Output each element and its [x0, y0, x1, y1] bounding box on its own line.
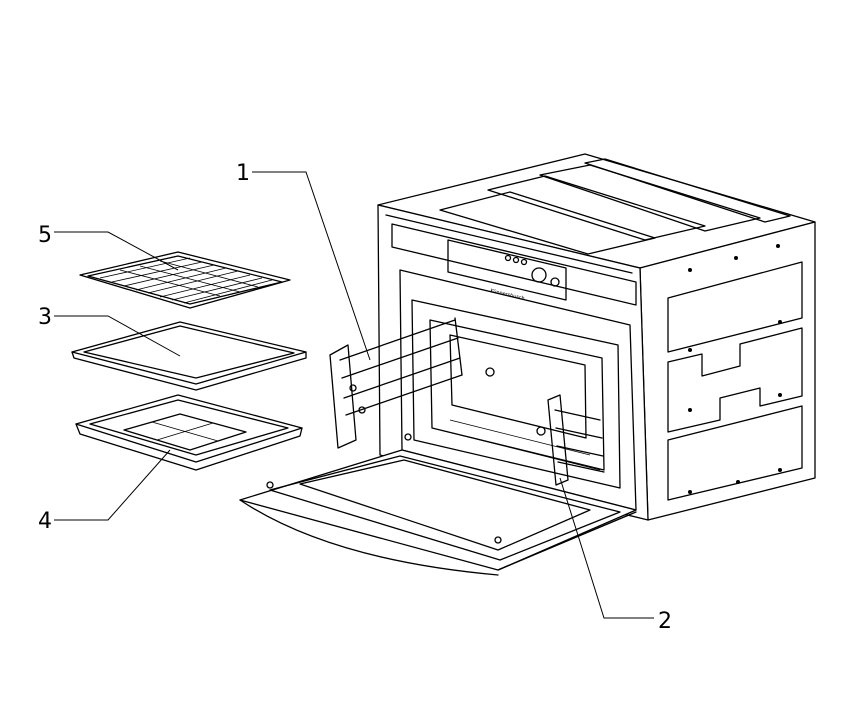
side-rack-right [547, 394, 605, 486]
callout-label-4: 4 [38, 509, 52, 534]
tray-wire-grid [79, 251, 291, 309]
tray-grid-insert [123, 413, 247, 451]
cavity-lamp [485, 367, 495, 377]
callout-3: 3 [38, 305, 181, 357]
oven-body: Küppersbusch [377, 153, 816, 521]
door-hinge [494, 536, 502, 544]
control-button [520, 258, 528, 266]
oven-top-ribs [439, 158, 791, 255]
control-button [504, 254, 512, 262]
callout-4: 4 [38, 449, 171, 534]
door-hinge [266, 481, 274, 489]
callout-2: 2 [559, 477, 672, 634]
tray-deep-grid [75, 394, 303, 471]
callout-label-5: 5 [38, 223, 52, 248]
callout-label-2: 2 [658, 609, 672, 634]
cavity-fan-cover [536, 426, 546, 436]
oven-side-panels [667, 261, 803, 501]
tray-flat-baking [71, 321, 307, 391]
callout-1: 1 [236, 161, 371, 361]
control-knob-small [550, 277, 560, 287]
callout-label-1: 1 [236, 161, 250, 186]
callout-label-3: 3 [38, 305, 52, 330]
control-knob [531, 267, 547, 283]
side-screws [688, 244, 782, 494]
oven-door [239, 449, 637, 576]
side-rack-left [329, 317, 463, 449]
control-button [512, 256, 520, 264]
callout-5: 5 [38, 223, 179, 271]
